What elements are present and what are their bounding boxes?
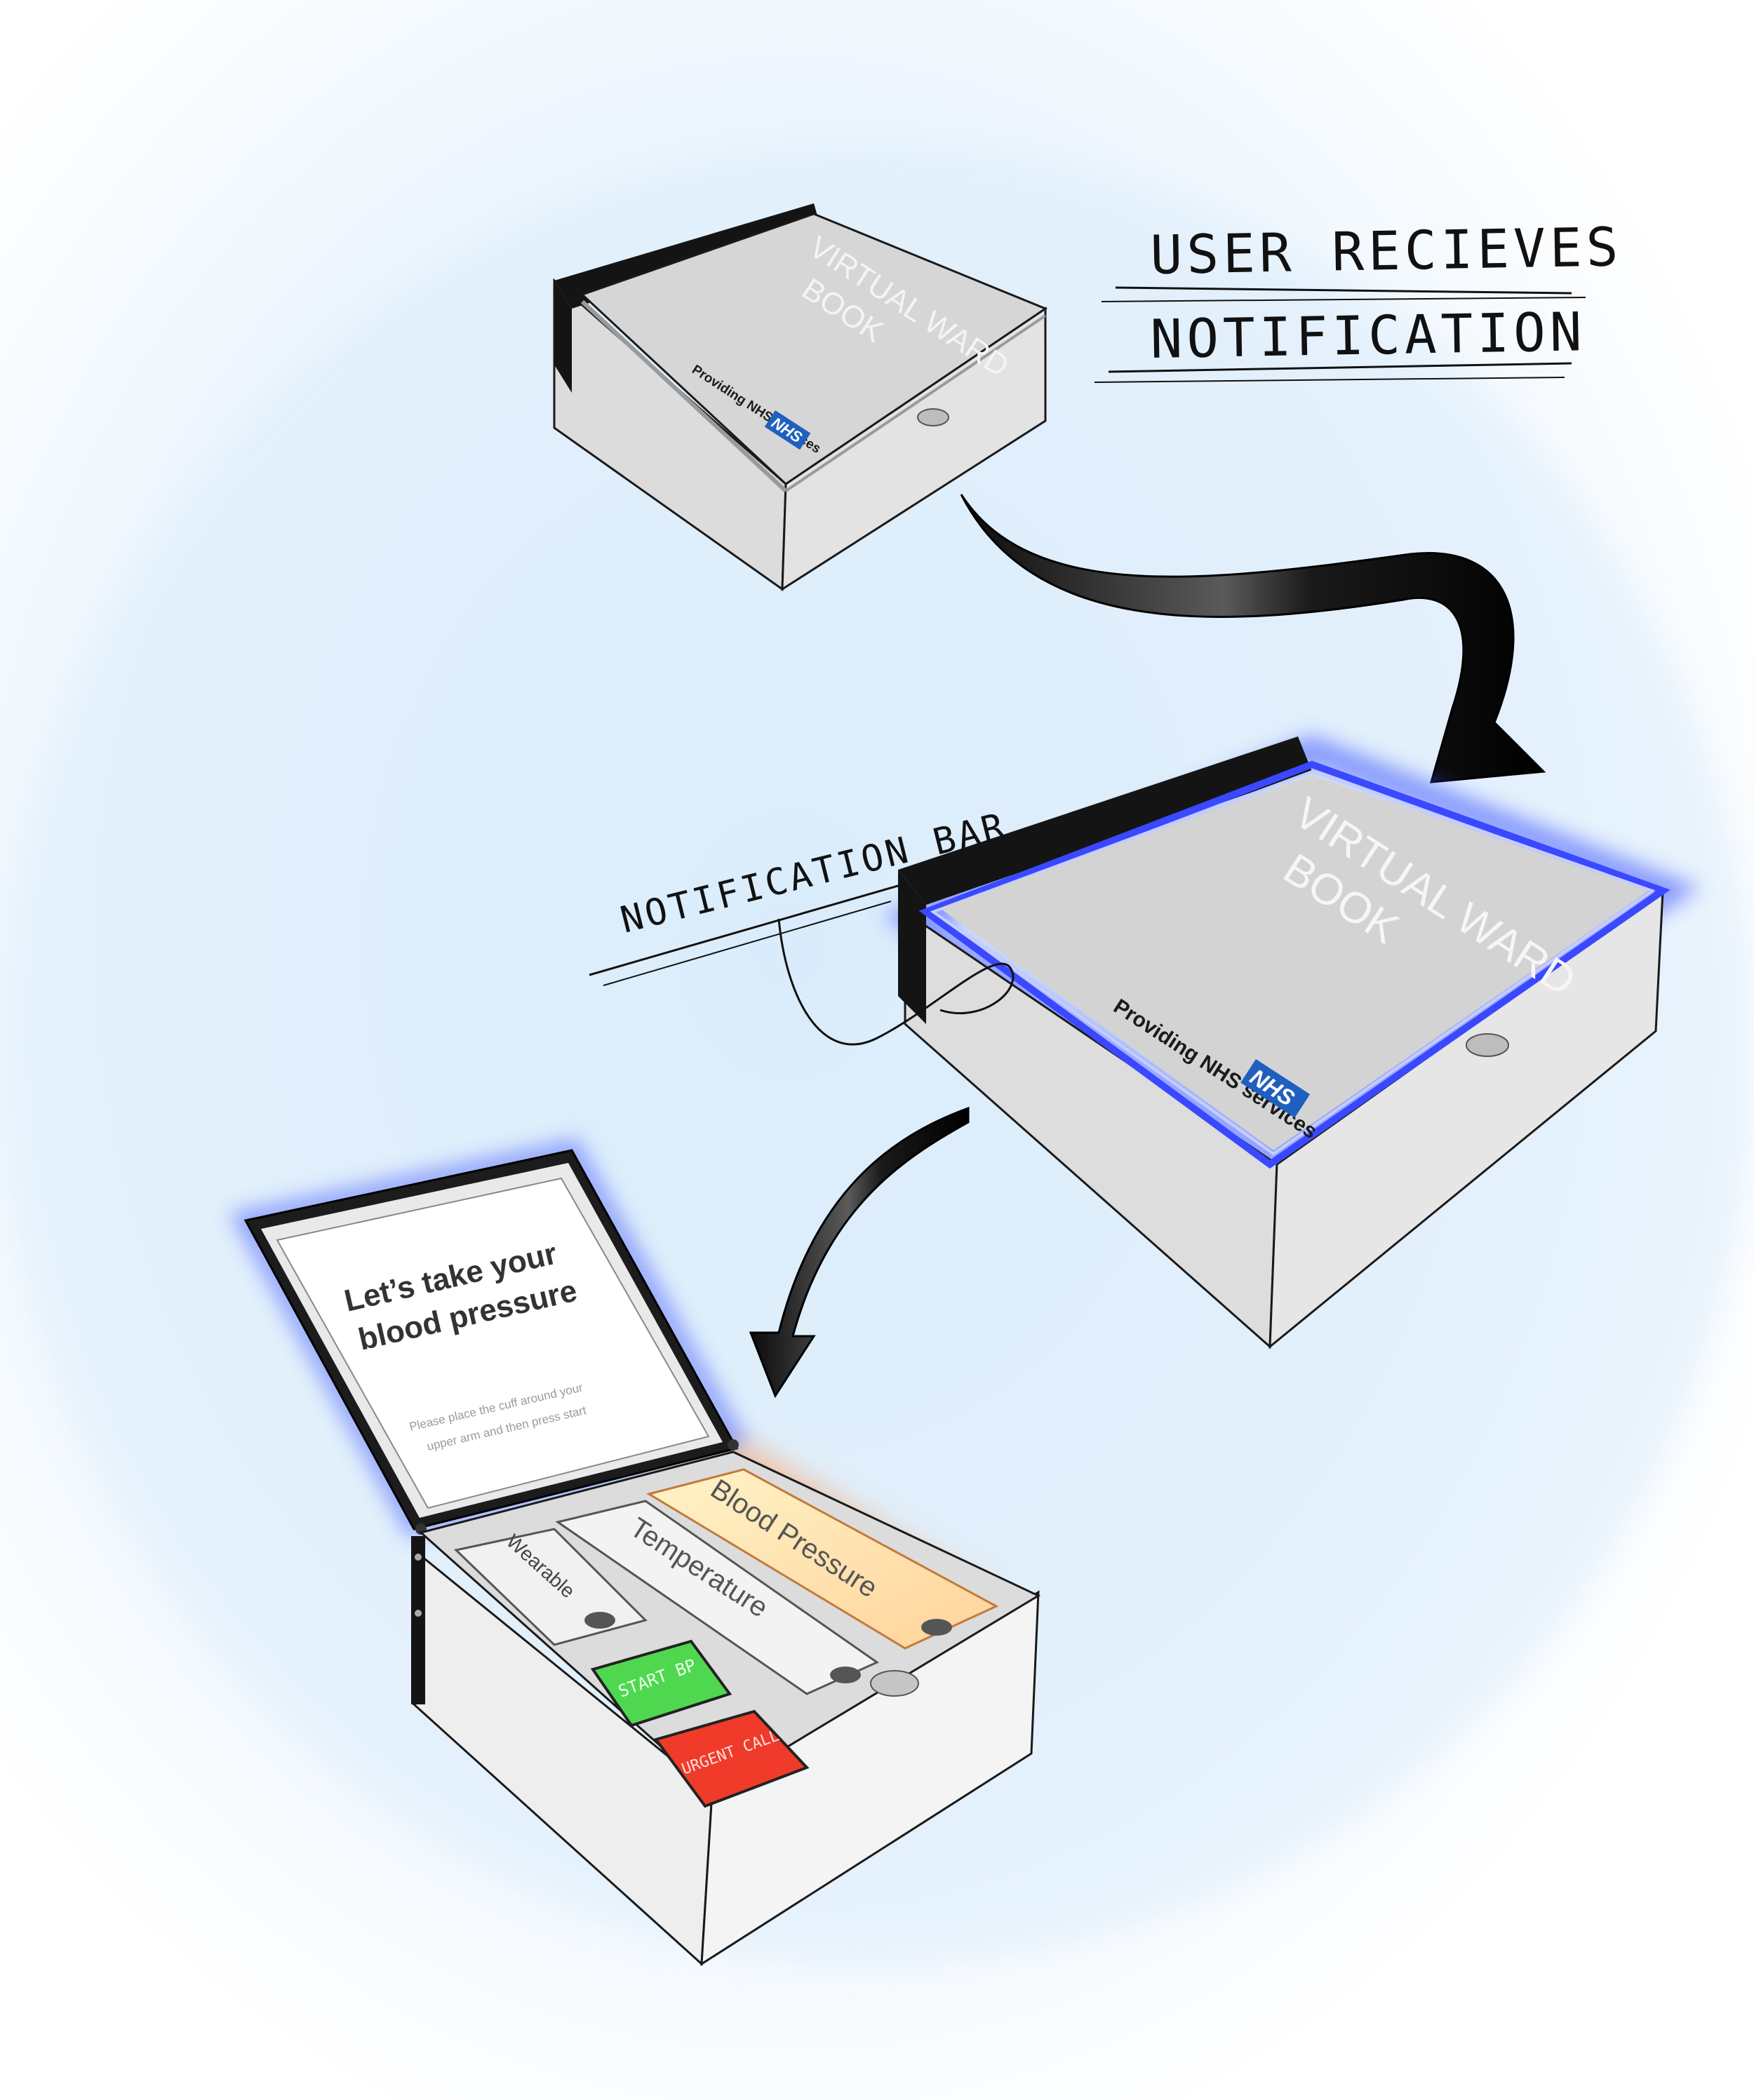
open-device-screen	[276, 1177, 710, 1509]
box1-spine-side	[554, 281, 572, 393]
slot-blood-pressure-finger-notch	[921, 1619, 952, 1636]
closed-box-glowing: VIRTUAL WARD BOOK Providing NHS services…	[882, 735, 1700, 1349]
annotation-leader-line	[777, 918, 1015, 1046]
box1-thumb-notch	[917, 408, 949, 426]
box2-lid	[940, 775, 1649, 1150]
open-device-hinge-right	[728, 1439, 739, 1451]
slot-temperature-finger-notch	[830, 1667, 861, 1683]
open-device-thumb-notch	[870, 1670, 919, 1697]
slot-temperature[interactable]	[555, 1500, 880, 1695]
annotation-underline-1	[1115, 286, 1572, 295]
box2-notification-bar	[918, 760, 1671, 1169]
annotation-underline-2	[1108, 362, 1572, 373]
annotation-user-receives-line2: NOTIFICATION	[1150, 300, 1587, 370]
open-device: Let’s take your blood pressure Please pl…	[229, 1138, 1041, 1967]
annotation-user-receives-line1: USER RECIEVES	[1150, 215, 1623, 286]
box2-notification-bar-inner	[930, 769, 1656, 1156]
closed-box-top: VIRTUAL WARD BOOK Providing NHS services…	[553, 203, 1048, 591]
slot-wearable-finger-notch	[584, 1612, 615, 1629]
open-device-spine-rivet-1	[415, 1554, 422, 1561]
box2-thumb-notch	[1466, 1033, 1509, 1057]
start-bp-button[interactable]	[590, 1639, 732, 1728]
urgent-call-button[interactable]	[653, 1709, 810, 1808]
arrow-middle-to-bottom	[749, 1106, 970, 1399]
annotation-underline-2b	[1094, 377, 1565, 383]
open-device-spine	[411, 1536, 425, 1704]
annotation-user-receives: USER RECIEVES NOTIFICATION	[1094, 215, 1623, 383]
box1-lid-edge	[580, 299, 788, 493]
arrow-top-to-middle	[960, 494, 1546, 783]
box2-spine-side	[898, 870, 926, 1024]
box1-lid	[580, 213, 1048, 485]
slot-blood-pressure[interactable]	[646, 1468, 999, 1650]
annotation-notification-bar-underline	[589, 882, 906, 976]
annotation-notification-bar-underline2	[603, 901, 892, 986]
annotation-underline-1b	[1101, 297, 1586, 302]
box1-lid-edge2	[784, 314, 1047, 492]
box2-spine	[898, 736, 1312, 905]
open-device-spine-rivet-2	[415, 1610, 422, 1617]
